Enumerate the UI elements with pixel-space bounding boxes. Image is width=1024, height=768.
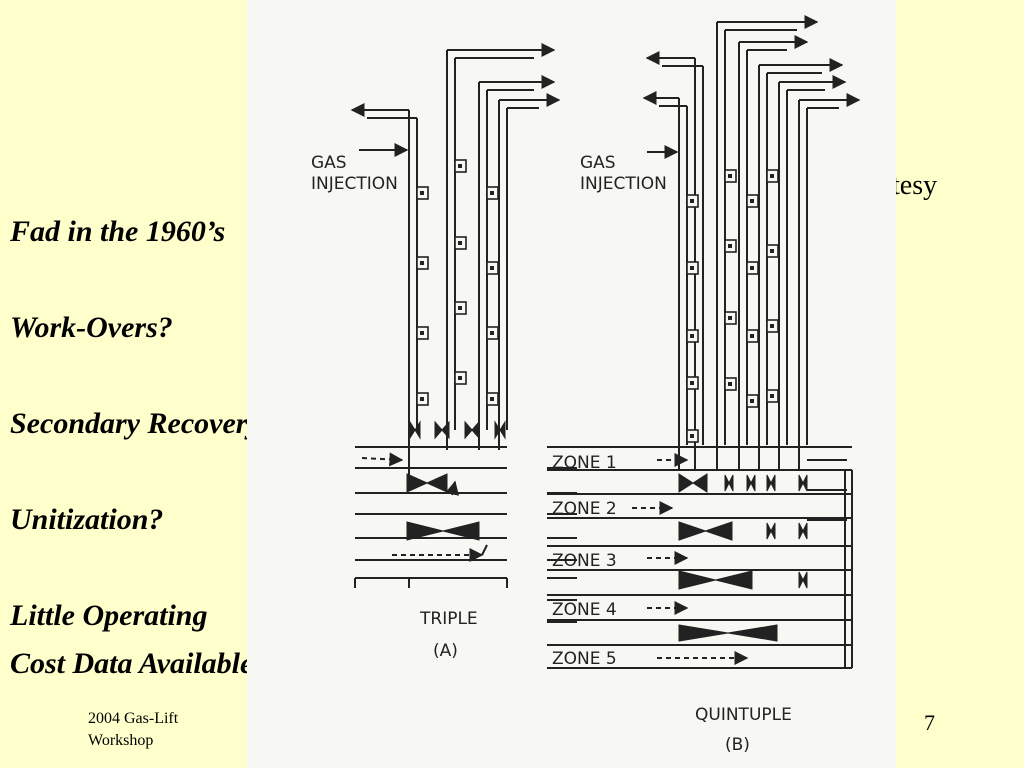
valve-port: [770, 324, 774, 328]
quint-subtitle: (B): [725, 735, 750, 755]
quint-packer-small: [798, 571, 808, 589]
triple-zone-2-flow: [445, 480, 459, 496]
triple-packer-2: [406, 473, 448, 493]
valve-port: [750, 334, 754, 338]
valve-port: [690, 434, 694, 438]
valve-port: [728, 244, 732, 248]
completion-diagram: GAS INJECTION GAS INJECTION ZONE 1 ZONE …: [247, 0, 896, 768]
valve-port: [728, 174, 732, 178]
quint-packer-small: [746, 474, 756, 492]
quint-packer-small: [798, 474, 808, 492]
zone-2-label: ZONE 2: [552, 499, 617, 519]
quint-gas-label: GAS: [580, 153, 616, 173]
valve-port: [420, 397, 424, 401]
footer-text: 2004 Gas-Lift Workshop: [88, 708, 178, 752]
quint-packer-small: [798, 522, 808, 540]
quint-injection-label: INJECTION: [580, 174, 667, 194]
valve-port: [458, 306, 462, 310]
triple-subtitle: (A): [433, 641, 458, 661]
quint-packer-4: [678, 624, 778, 642]
packer-mark: [409, 420, 421, 440]
triple-injection-label: INJECTION: [311, 174, 398, 194]
footer-line-2: Workshop: [88, 732, 154, 749]
bullet-unitization: Unitization?: [10, 503, 164, 536]
footer-line-1: 2004 Gas-Lift: [88, 710, 179, 727]
zone-4-label: ZONE 4: [552, 600, 617, 620]
valve-port: [420, 261, 424, 265]
valve-port: [490, 331, 494, 335]
zone-5-label: ZONE 5: [552, 649, 617, 669]
page-number: 7: [924, 710, 935, 735]
triple-gas-label: GAS: [311, 153, 347, 173]
valve-port: [690, 266, 694, 270]
valve-port: [690, 381, 694, 385]
valve-port: [458, 376, 462, 380]
diagram-marks: [406, 159, 808, 642]
valve-port: [458, 164, 462, 168]
triple-flow-bend: [481, 544, 488, 556]
valve-port: [420, 191, 424, 195]
bullet-work-overs: Work-Overs?: [10, 311, 173, 344]
triple-packer-3: [406, 521, 480, 541]
packer-mark: [464, 420, 480, 440]
valve-port: [770, 394, 774, 398]
diagram-linework: [350, 15, 861, 669]
quint-packer-3: [678, 570, 753, 590]
valve-port: [728, 382, 732, 386]
quint-packer-1: [678, 473, 708, 493]
valve-port: [770, 174, 774, 178]
zone-1-label: ZONE 1: [552, 453, 617, 473]
quint-packer-small: [766, 522, 776, 540]
valve-port: [690, 199, 694, 203]
quint-packer-2: [678, 521, 733, 541]
bullet-little-operating: Little Operating: [10, 599, 208, 632]
valve-port: [458, 241, 462, 245]
valve-port: [420, 331, 424, 335]
valve-port: [750, 199, 754, 203]
valve-port: [750, 399, 754, 403]
valve-port: [690, 334, 694, 338]
bullet-cost-data: Cost Data Available: [10, 647, 254, 680]
zone-3-label: ZONE 3: [552, 551, 617, 571]
quint-packer-small: [724, 474, 734, 492]
valve-port: [750, 266, 754, 270]
valve-port: [490, 397, 494, 401]
valve-port: [490, 191, 494, 195]
bullet-list: Fad in the 1960’s Work-Overs? Secondary …: [10, 208, 276, 688]
quint-packer-small: [766, 474, 776, 492]
bullet-secondary-recovery: Secondary Recovery?: [10, 407, 276, 440]
packer-mark: [434, 420, 450, 440]
triple-title: TRIPLE: [419, 609, 478, 629]
quint-title: QUINTUPLE: [695, 705, 792, 725]
valve-port: [728, 316, 732, 320]
triple-zone-1-flow: [361, 452, 404, 467]
valve-port: [490, 266, 494, 270]
packer-mark: [494, 420, 506, 440]
valve-port: [770, 249, 774, 253]
bullet-fad: Fad in the 1960’s: [10, 215, 226, 248]
